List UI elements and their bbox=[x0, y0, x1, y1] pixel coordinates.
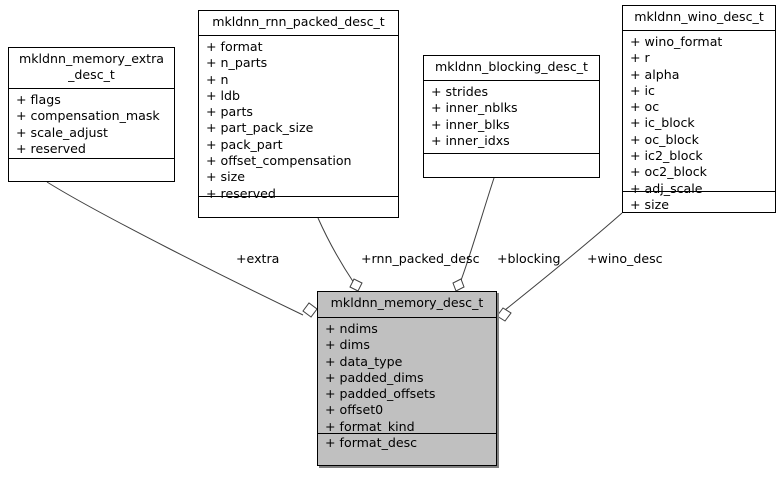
edge-label-edge-wino-desc: +wino_desc bbox=[587, 251, 663, 266]
class-title-memory_desc: mkldnn_memory_desc_t bbox=[318, 292, 496, 318]
class-attributes-blocking: + strides+ inner_nblks+ inner_blks+ inne… bbox=[424, 81, 599, 154]
class-attribute: + offset_compensation bbox=[206, 153, 352, 169]
class-attribute: + scale_adjust bbox=[16, 124, 108, 140]
aggregation-diamond-edge-blocking bbox=[452, 278, 465, 292]
edge-label-edge-blocking: +blocking bbox=[497, 251, 561, 266]
class-attribute: + wino_format bbox=[630, 34, 723, 49]
edge-label-edge-rnn-packed: +rnn_packed_desc bbox=[361, 251, 480, 266]
class-attribute: + pack_part bbox=[206, 136, 283, 152]
class-attribute: + ldb bbox=[206, 87, 241, 103]
class-attribute: + parts bbox=[206, 104, 253, 120]
class-attributes-memory_desc: + ndims+ dims+ data_type+ padded_dims+ p… bbox=[318, 318, 496, 450]
class-attribute: + oc2_block bbox=[630, 164, 707, 180]
class-attribute: + adj_scale bbox=[630, 180, 703, 196]
class-attributes-wino: + wino_format+ r+ alpha+ ic+ oc+ ic_bloc… bbox=[623, 31, 775, 212]
class-methods-memory_extra bbox=[9, 159, 174, 181]
class-attribute: + oc_block bbox=[630, 131, 699, 147]
class-attribute: + strides bbox=[431, 84, 489, 99]
class-attribute: + offset0 bbox=[325, 402, 384, 418]
class-attribute: + ic_block bbox=[630, 115, 695, 131]
class-attribute: + flags bbox=[16, 92, 61, 107]
edge-line-edge-blocking bbox=[459, 177, 495, 284]
class-attribute: + oc bbox=[630, 99, 660, 115]
class-attribute: + n_parts bbox=[206, 55, 268, 71]
class-box-rnn_packed[interactable]: mkldnn_rnn_packed_desc_t+ format+ n_part… bbox=[198, 10, 399, 218]
class-attribute: + ic2_block bbox=[630, 148, 703, 164]
class-attribute: + padded_dims bbox=[325, 369, 424, 385]
class-attribute: + compensation_mask bbox=[16, 108, 160, 124]
class-box-memory_extra[interactable]: mkldnn_memory_extra _desc_t+ flags+ comp… bbox=[8, 47, 175, 182]
class-title-memory_extra: mkldnn_memory_extra _desc_t bbox=[9, 48, 174, 89]
class-title-blocking: mkldnn_blocking_desc_t bbox=[424, 56, 599, 81]
class-attribute: + inner_blks bbox=[431, 116, 510, 132]
aggregation-diamond-edge-rnn-packed bbox=[349, 278, 363, 292]
class-attribute: + inner_idxs bbox=[431, 132, 510, 148]
class-attribute: + inner_nblks bbox=[431, 100, 518, 116]
class-attribute: + format_desc bbox=[325, 435, 418, 451]
class-attribute: + alpha bbox=[630, 66, 680, 82]
class-box-memory_desc[interactable]: mkldnn_memory_desc_t+ ndims+ dims+ data_… bbox=[317, 291, 497, 466]
class-attributes-memory_extra: + flags+ compensation_mask+ scale_adjust… bbox=[9, 89, 174, 159]
aggregation-diamond-edge-extra bbox=[302, 302, 318, 318]
class-title-wino: mkldnn_wino_desc_t bbox=[623, 6, 775, 31]
class-attribute: + size bbox=[630, 196, 669, 212]
class-attribute: + r bbox=[630, 50, 650, 66]
class-attribute: + format bbox=[206, 39, 263, 54]
class-methods-blocking bbox=[424, 154, 599, 177]
edge-label-edge-extra: +extra bbox=[236, 251, 280, 266]
class-attribute: + ndims bbox=[325, 321, 378, 336]
aggregation-diamond-edge-wino-desc bbox=[496, 307, 512, 322]
edge-line-edge-rnn-packed bbox=[317, 217, 355, 284]
class-attribute: + data_type bbox=[325, 353, 403, 369]
class-attribute: + size bbox=[206, 169, 245, 185]
class-attribute: + ic bbox=[630, 82, 655, 98]
class-title-rnn_packed: mkldnn_rnn_packed_desc_t bbox=[199, 11, 398, 36]
class-attribute: + padded_offsets bbox=[325, 386, 436, 402]
class-attributes-rnn_packed: + format+ n_parts+ n+ ldb+ parts+ part_p… bbox=[199, 36, 398, 201]
class-box-wino[interactable]: mkldnn_wino_desc_t+ wino_format+ r+ alph… bbox=[622, 5, 776, 213]
class-attribute: + n bbox=[206, 71, 229, 87]
class-attribute: + format_kind bbox=[325, 418, 415, 434]
class-attribute: + reserved bbox=[16, 140, 86, 156]
class-attribute: + part_pack_size bbox=[206, 120, 314, 136]
class-attribute: + dims bbox=[325, 337, 370, 353]
class-box-blocking[interactable]: mkldnn_blocking_desc_t+ strides+ inner_n… bbox=[423, 55, 600, 178]
